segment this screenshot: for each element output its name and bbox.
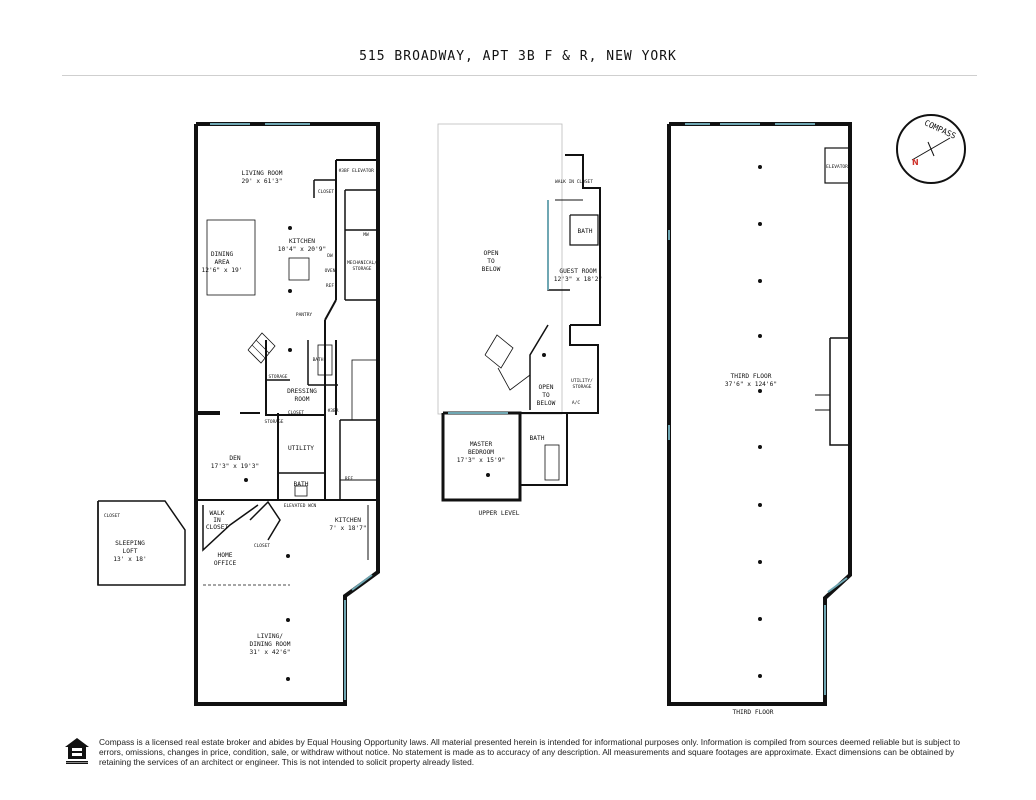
utility-storage-2: STORAGE — [573, 384, 592, 390]
open-to-below-small-2: TO — [542, 392, 550, 399]
dressing-label-1: DRESSING — [287, 388, 317, 395]
open-to-below-2: TO — [487, 258, 495, 265]
guest-bath-label: BATH — [578, 228, 593, 235]
upper-level-plan — [437, 123, 601, 502]
walk-in-closet-3: CLOSET — [206, 524, 229, 531]
dining-dims: 12'6" x 19' — [202, 267, 243, 274]
utility-storage-1: UTILITY/ — [571, 378, 593, 384]
sleeping-loft-dims: 13' x 18' — [113, 556, 147, 563]
third-floor-elevator: ELEVATOR — [826, 164, 848, 170]
elevated-wcn-label: ELEVATED WCN — [284, 503, 317, 509]
sleeping-loft-2: LOFT — [123, 548, 138, 555]
kitchen-lower-label: KITCHEN — [335, 517, 361, 524]
compass-icon: COMPASS N — [896, 114, 966, 184]
sleeping-loft-plan — [97, 500, 186, 586]
mw-label: MW — [363, 232, 369, 238]
guest-room-dims: 12'3" x 18'2" — [554, 276, 602, 283]
ref-label-2: REF — [345, 476, 353, 482]
closet-label-loft: CLOSET — [104, 513, 121, 519]
living-room-label: LIVING ROOM — [242, 170, 283, 177]
guest-room-label: GUEST ROOM — [559, 268, 597, 275]
closet-label-1: CLOSET — [318, 189, 335, 195]
living-room-dims: 29' x 61'3" — [242, 178, 283, 185]
upper-level-caption: UPPER LEVEL — [479, 510, 520, 517]
walk-in-closet-2: IN — [213, 517, 221, 524]
open-to-below-small-1: OPEN — [539, 384, 554, 391]
walk-in-closet-upper: WALK IN CLOSET — [555, 179, 593, 185]
third-floor-dims: 37'6" x 124'6" — [725, 381, 777, 388]
third-floor-label: THIRD FLOOR — [731, 373, 772, 380]
living-dining-dims: 31' x 42'6" — [250, 649, 291, 656]
bath-small-label: BATH — [313, 357, 324, 363]
home-office-1: HOME — [218, 552, 233, 559]
oven-label: OVEN — [325, 268, 336, 274]
dining-label-1: DINING — [211, 251, 234, 258]
page-title: 515 BROADWAY, APT 3B F & R, NEW YORK — [359, 49, 677, 64]
utility-label: UTILITY — [288, 445, 314, 452]
open-to-below-small-3: BELOW — [537, 400, 556, 407]
kitchen-dims: 10'4" x 20'9" — [278, 246, 326, 253]
master-bedroom-1: MASTER — [470, 441, 493, 448]
closet-label-2: CLOSET — [288, 410, 305, 416]
mech-label-1: MECHANICAL/ — [347, 260, 377, 266]
ac-label: A/C — [572, 400, 580, 406]
master-bedroom-dims: 17'3" x 15'9" — [457, 457, 505, 464]
pantry-label: PANTRY — [296, 312, 313, 318]
kitchen-lower-dims: 7' x 18'7" — [329, 525, 366, 532]
dw-label: DW — [327, 253, 333, 259]
ref-label: REF — [326, 283, 334, 289]
third-floor-plan — [667, 122, 852, 706]
third-floor-caption: THIRD FLOOR — [733, 709, 774, 716]
den-label: DEN — [229, 455, 240, 462]
walk-in-closet-1: WALK — [210, 510, 225, 517]
upper-bath-label: BATH — [530, 435, 545, 442]
unit-3br-label: #3BR — [328, 408, 339, 414]
master-bedroom-2: BEDROOM — [468, 449, 494, 456]
header-divider — [62, 75, 977, 76]
kitchen-label: KITCHEN — [289, 238, 315, 245]
closet-label-3: CLOSET — [254, 543, 271, 549]
storage-label-2: STORAGE — [265, 419, 284, 425]
open-to-below-1: OPEN — [484, 250, 499, 257]
sleeping-loft-1: SLEEPING — [115, 540, 145, 547]
dressing-label-2: ROOM — [295, 396, 310, 403]
main-level-plan — [194, 122, 380, 706]
equal-housing-icon — [65, 738, 89, 764]
unit-3bf-label: #3BF — [339, 168, 350, 174]
den-dims: 17'3" x 19'3" — [211, 463, 259, 470]
compass-north: N — [912, 158, 919, 167]
living-dining-2: DINING ROOM — [250, 641, 291, 648]
home-office-2: OFFICE — [214, 560, 237, 567]
elevator-label: ELEVATOR — [352, 168, 374, 174]
disclaimer-text: Compass is a licensed real estate broker… — [99, 737, 961, 767]
living-dining-1: LIVING/ — [257, 633, 283, 640]
ceiling-light-markers — [244, 165, 762, 681]
storage-label-1: STORAGE — [269, 374, 288, 380]
mech-label-2: STORAGE — [353, 266, 372, 272]
open-to-below-3: BELOW — [482, 266, 501, 273]
dining-label-2: AREA — [215, 259, 230, 266]
bath-label: BATH — [294, 481, 309, 488]
